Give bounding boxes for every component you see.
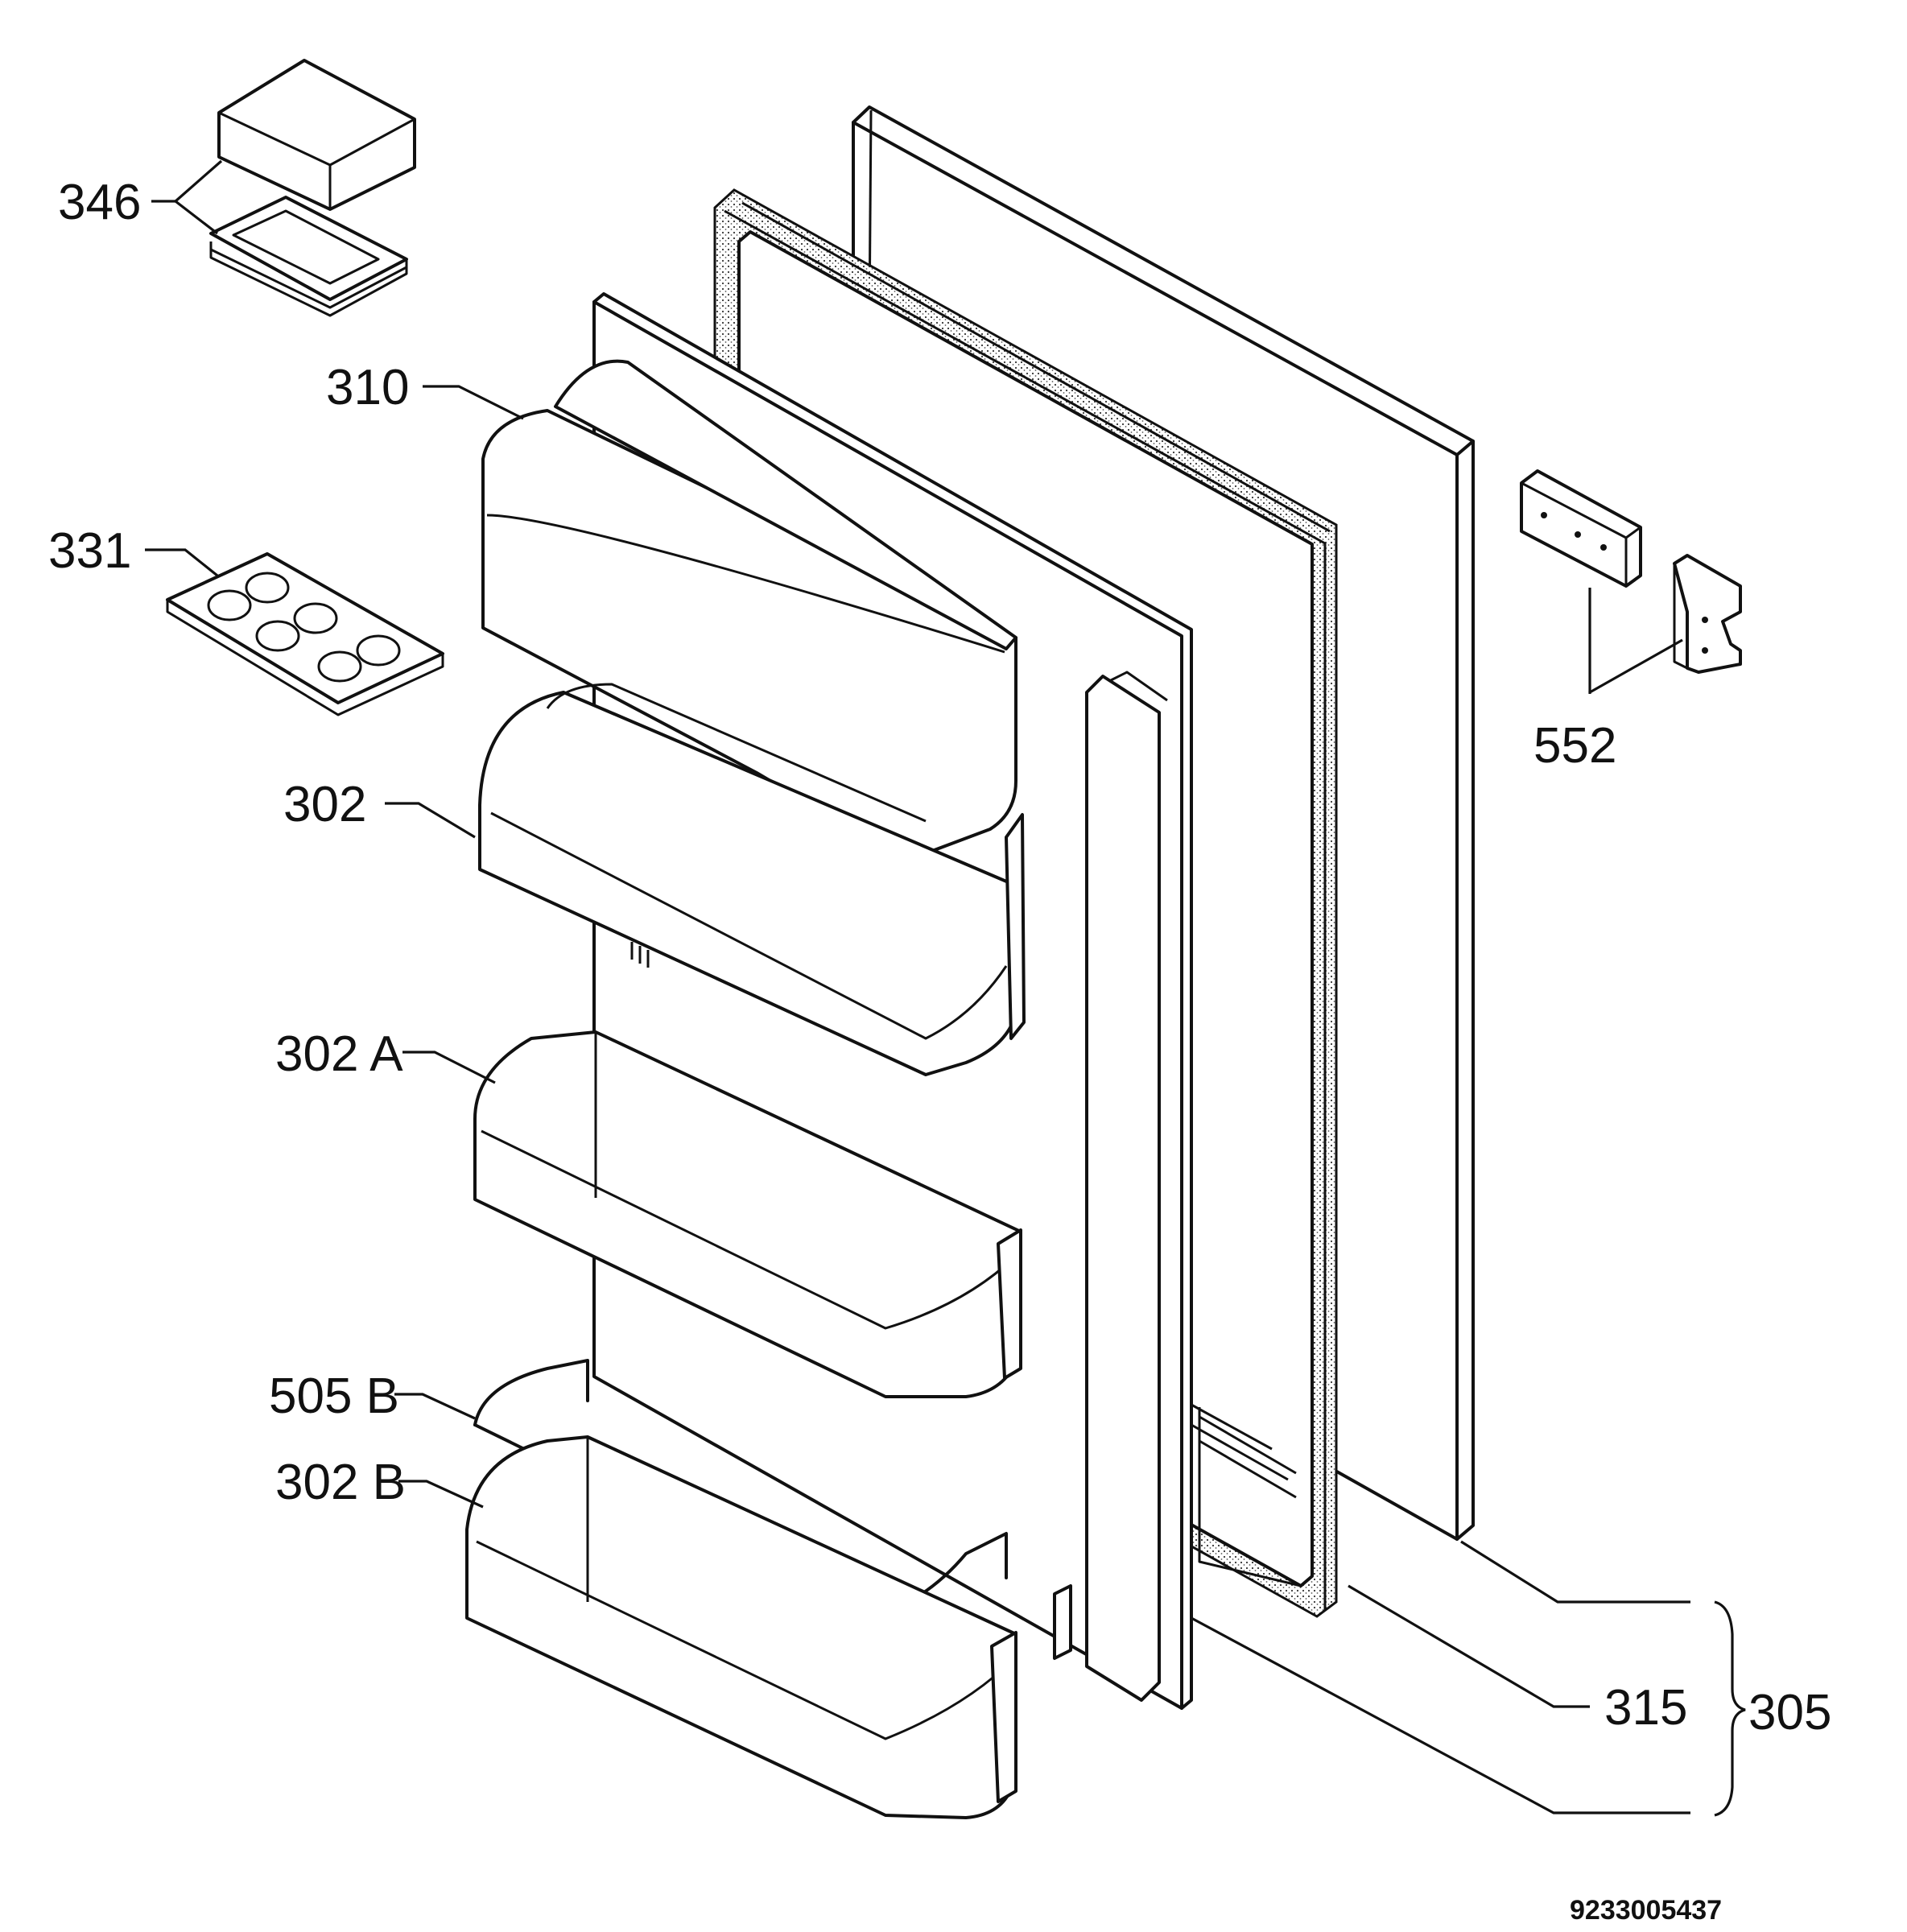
label-310: 310	[326, 360, 409, 415]
part-labels: 346 310 331 302 302 A 505 B 302 B 552 31…	[48, 175, 1831, 1926]
egg-tray	[166, 552, 444, 716]
bottle-shelf-302b	[465, 1435, 1017, 1819]
label-302b: 302 B	[275, 1455, 406, 1510]
label-505b: 505 B	[269, 1368, 399, 1424]
leader-lines	[145, 159, 1746, 1817]
label-302: 302	[283, 777, 366, 832]
label-305: 305	[1748, 1685, 1831, 1740]
drawing-number: 9233005437	[1570, 1895, 1722, 1926]
door-shelf-302a	[473, 1030, 1022, 1398]
butter-dish	[209, 59, 416, 317]
hinge-plates	[1520, 469, 1742, 674]
label-346: 346	[58, 175, 141, 230]
label-552: 552	[1533, 718, 1616, 774]
label-315: 315	[1604, 1680, 1687, 1736]
label-302a: 302 A	[275, 1026, 403, 1082]
dairy-compartment	[478, 359, 1026, 1076]
label-331: 331	[48, 523, 131, 579]
